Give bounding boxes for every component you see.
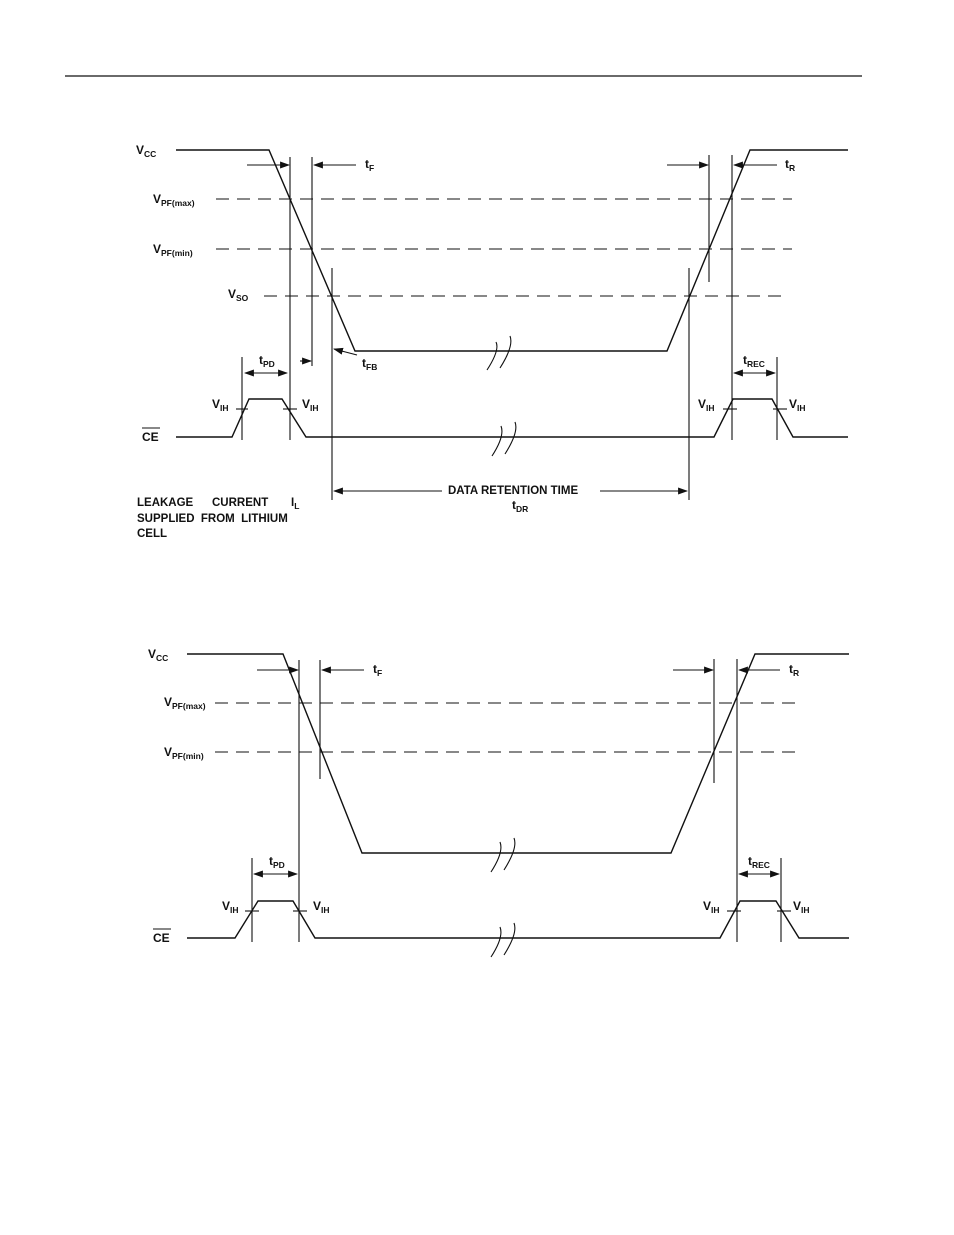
tpd-label: tPD [259, 353, 275, 369]
vpf-min-label: VPF(min) [153, 242, 193, 258]
ce-label: CE [153, 931, 170, 945]
tfb-arrow [334, 349, 357, 355]
vso-label: VSO [228, 287, 249, 303]
tr-label: tR [789, 662, 799, 678]
tfb-label: tFB [362, 356, 377, 372]
ce-waveform [187, 901, 849, 938]
vih-label: VIH [703, 899, 720, 915]
vcc-break-mark [487, 336, 511, 370]
ce-label: CE [142, 430, 159, 444]
vcc-label: VCC [136, 143, 156, 159]
vcc-label: VCC [148, 647, 168, 663]
tf-label: tF [373, 662, 382, 678]
vcc-waveform [176, 150, 848, 351]
ce-break-mark [492, 422, 516, 456]
data-retention-label: DATA RETENTION TIME [448, 485, 578, 497]
leakage-word-2: CURRENT [212, 497, 268, 509]
leakage-word-1: LEAKAGE [137, 497, 194, 509]
tf-label: tF [365, 157, 374, 173]
vih-label: VIH [302, 397, 319, 413]
tpd-label: tPD [269, 854, 285, 870]
vih-label: VIH [222, 899, 239, 915]
vih-label: VIH [793, 899, 810, 915]
ce-break-mark [491, 923, 515, 957]
vpf-max-label: VPF(max) [164, 695, 206, 711]
vcc-waveform [187, 654, 849, 853]
tr-label: tR [785, 157, 795, 173]
trec-label: tREC [748, 854, 770, 870]
vih-label: VIH [789, 397, 806, 413]
trec-label: tREC [743, 353, 765, 369]
power-down-diagram-2: VCC VPF(max) VPF(min) tF tR tPD tREC VIH… [148, 647, 849, 957]
vpf-max-label: VPF(max) [153, 192, 195, 208]
vcc-break-mark [491, 838, 515, 872]
ce-waveform [176, 399, 848, 437]
vpf-min-label: VPF(min) [164, 745, 204, 761]
leakage-line-3: CELL [137, 528, 167, 540]
power-down-diagram-1: VCC VPF(max) VPF(min) VSO tF tR tFB tPD … [136, 143, 848, 540]
tdr-label: tDR [512, 498, 528, 514]
vih-label: VIH [313, 899, 330, 915]
leakage-word-3: IL [291, 497, 299, 511]
vih-label: VIH [698, 397, 715, 413]
leakage-line-2: SUPPLIED FROM LITHIUM [137, 513, 288, 525]
vih-label: VIH [212, 397, 229, 413]
